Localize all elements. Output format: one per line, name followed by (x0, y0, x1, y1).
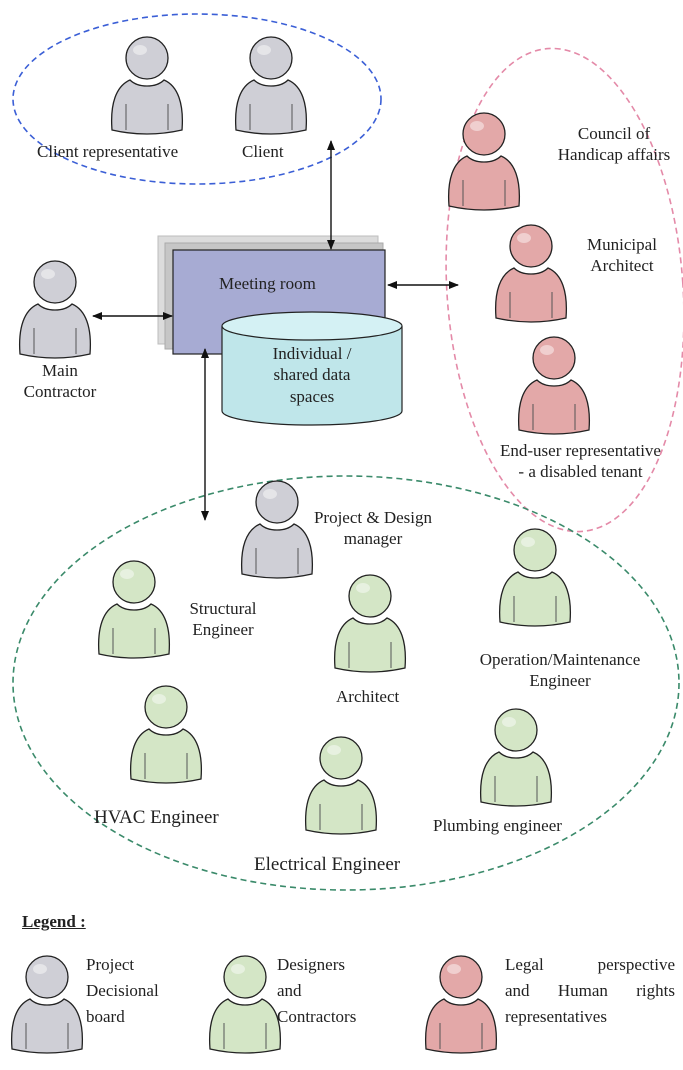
label-data-spaces-line2: shared data (273, 365, 351, 385)
legend-item-decision: Project Decisional board (86, 952, 159, 1030)
person-icon-end-user-representative (517, 336, 591, 435)
legend-title: Legend : (22, 912, 86, 931)
person-icon-plumbing-engineer (479, 708, 553, 807)
label-main-contractor-line2: Contractor (23, 382, 97, 402)
label-main-contractor-line1: Main (42, 361, 78, 380)
person-icon-main-contractor (18, 260, 92, 359)
label-municipal-line1: Municipal (587, 235, 657, 254)
label-pdm-line1: Project & Design (313, 508, 433, 527)
person-icon-project-design-manager (240, 480, 314, 579)
person-icon-operation-maintenance-engineer (498, 528, 572, 627)
person-icon-legend-designer (208, 955, 282, 1054)
label-data-spaces: Individual / shared data spaces (238, 343, 386, 407)
label-project-design-manager: Project & Design manager (308, 507, 438, 550)
legend-item-legal: Legal perspective and Human rights repre… (505, 952, 675, 1030)
label-end-user-line1: End-user representative (500, 441, 661, 460)
label-pdm-line2: manager (343, 529, 403, 549)
label-council-line1: Council of (577, 124, 651, 143)
client-group-ring (12, 13, 382, 185)
label-data-spaces-line1: Individual / (272, 344, 352, 363)
label-data-spaces-line3: spaces (289, 386, 335, 406)
legend-decision-line1: Project (86, 955, 135, 974)
person-icon-structural-engineer (97, 560, 171, 659)
legend-decision-line3: board (86, 1007, 125, 1026)
label-end-user-representative: End-user representative - a disabled ten… (478, 440, 683, 483)
person-icon-client-representative (110, 36, 184, 135)
person-icon-client (234, 36, 308, 135)
data-spaces-cylinder (221, 311, 403, 426)
label-end-user-line2: - a disabled tenant (518, 462, 643, 482)
person-icon-hvac-engineer (129, 685, 203, 784)
legend-decision-line2: Decisional (86, 981, 159, 1000)
legend-item-designers: Designers and Contractors (277, 952, 356, 1030)
label-council-line2: Handicap affairs (557, 145, 671, 165)
label-operation-maintenance-engineer: Operation/Maintenance Engineer (440, 649, 680, 692)
label-main-contractor: Main Contractor (10, 360, 110, 403)
legend-legal-line2: and Human rights (505, 981, 675, 1000)
label-municipal-line2: Architect (590, 256, 654, 276)
label-municipal-architect: Municipal Architect (572, 234, 672, 277)
label-meeting-room: Meeting room (219, 274, 316, 293)
legend-designers-line2: and (277, 981, 302, 1000)
label-electrical-engineer: Electrical Engineer (254, 854, 401, 875)
label-council-handicap: Council of Handicap affairs (545, 123, 683, 166)
person-icon-legend-legal (424, 955, 498, 1054)
legend-designers-line3: Contractors (277, 1007, 357, 1026)
label-operation-line1: Operation/Maintenance (479, 650, 641, 669)
label-structural-engineer: Structural Engineer (176, 598, 270, 641)
person-icon-electrical-engineer (304, 736, 378, 835)
person-icon-legend-decision (10, 955, 84, 1054)
label-operation-line2: Engineer (529, 671, 591, 691)
legend-legal-line1: Legal perspective (505, 955, 675, 974)
label-plumbing-engineer: Plumbing engineer (433, 816, 562, 835)
label-hvac-engineer: HVAC Engineer (94, 807, 219, 828)
label-structural-line2: Engineer (192, 620, 254, 640)
person-icon-architect (333, 574, 407, 673)
person-icon-municipal-architect (494, 224, 568, 323)
person-icon-council-handicap (447, 112, 521, 211)
legend-designers-line1: Designers (277, 955, 345, 974)
designer-group-ring (12, 475, 680, 891)
label-client: Client (242, 142, 284, 161)
legend-legal-line3: representatives (505, 1007, 607, 1026)
label-structural-line1: Structural (189, 599, 257, 618)
label-architect: Architect (336, 687, 400, 706)
label-client-representative: Client representative (37, 142, 179, 161)
